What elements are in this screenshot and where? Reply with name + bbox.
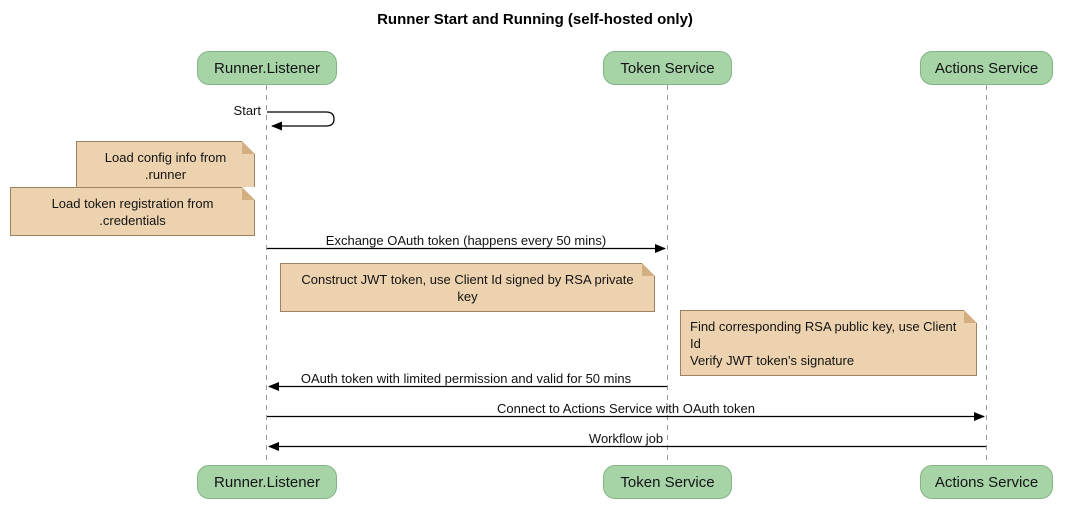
actor-bottom-runner-listener: Runner.Listener — [197, 465, 337, 499]
message-label-workflow-job: Workflow job — [588, 431, 664, 446]
note-construct-jwt: Construct JWT token, use Client Id signe… — [280, 263, 655, 312]
actor-label: Runner.Listener — [214, 473, 320, 491]
note-load-config: Load config info from .runner — [76, 141, 255, 190]
actor-label: Token Service — [620, 473, 715, 491]
actor-label: Actions Service — [934, 473, 1039, 491]
message-label-oauth-return: OAuth token with limited permission and … — [300, 371, 632, 386]
diagram-title: Runner Start and Running (self-hosted on… — [377, 11, 693, 28]
note-load-token-registration: Load token registration from .credential… — [10, 187, 255, 236]
message-label-start: Start — [233, 103, 261, 118]
message-label-connect-actions: Connect to Actions Service with OAuth to… — [497, 401, 755, 416]
actor-label: Runner.Listener — [214, 59, 320, 77]
note-line: Find corresponding RSA public key, use C… — [690, 319, 957, 351]
arrow-start-self — [267, 111, 335, 131]
actor-top-actions-service: Actions Service — [920, 51, 1053, 85]
actor-top-runner-listener: Runner.Listener — [197, 51, 337, 85]
actor-bottom-token-service: Token Service — [603, 465, 732, 499]
message-label-exchange-oauth: Exchange OAuth token (happens every 50 m… — [325, 233, 607, 248]
note-verify-jwt: Find corresponding RSA public key, use C… — [680, 310, 977, 376]
actor-label: Actions Service — [934, 59, 1039, 77]
actor-label: Token Service — [620, 59, 715, 77]
actor-top-token-service: Token Service — [603, 51, 732, 85]
actor-bottom-actions-service: Actions Service — [920, 465, 1053, 499]
note-line: Verify JWT token's signature — [690, 353, 855, 368]
